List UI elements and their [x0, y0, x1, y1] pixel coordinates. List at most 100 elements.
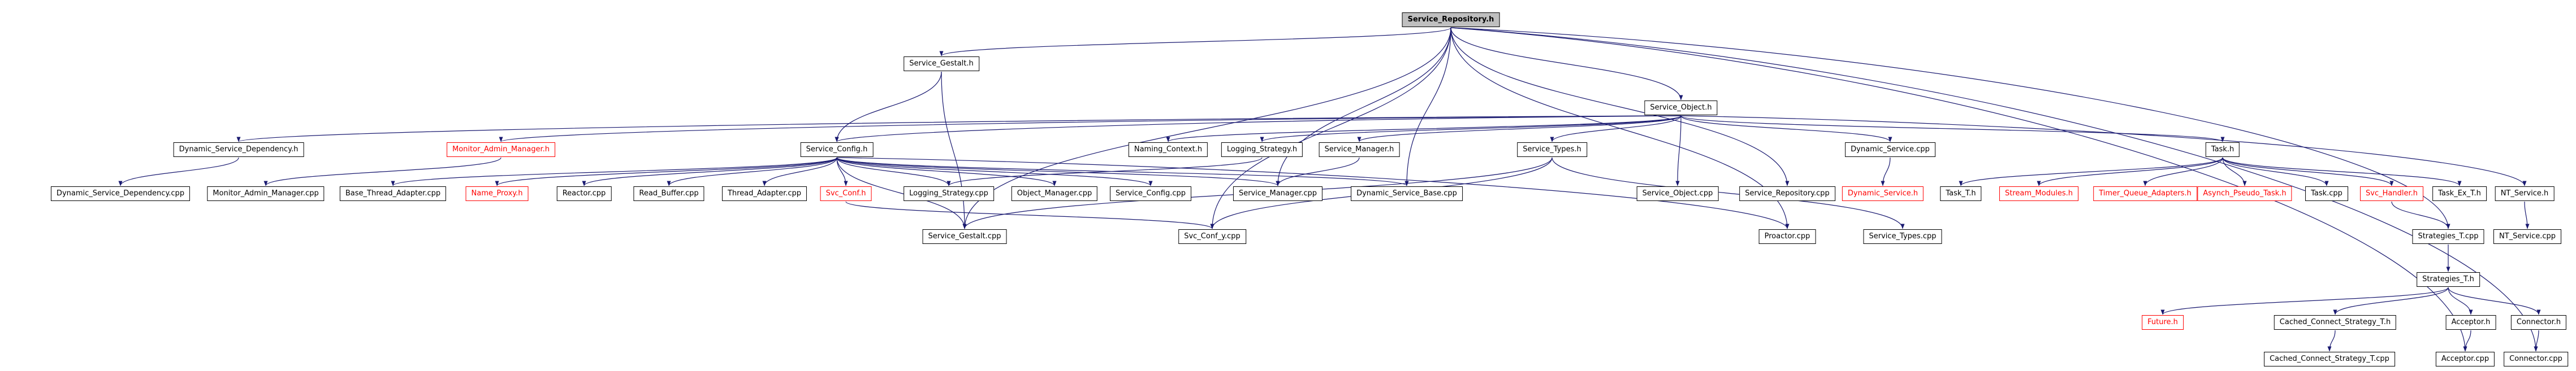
graph-node-svcconfy-cpp[interactable]: Svc_Conf_y.cpp	[1178, 229, 1246, 244]
graph-node-gestalt-cpp[interactable]: Service_Gestalt.cpp	[922, 229, 1007, 244]
graph-node-acceptor-h[interactable]: Acceptor.h	[2445, 315, 2496, 330]
graph-node-future-h[interactable]: Future.h	[2142, 315, 2184, 330]
edge-gestalt-h-to-gestalt-cpp	[941, 71, 967, 229]
graph-node-strat-h[interactable]: Strategies_T.h	[2417, 272, 2480, 287]
edge-object-h-to-task-h	[1680, 115, 2225, 142]
graph-node-taskt-h[interactable]: Task_T.h	[1940, 186, 1982, 201]
graph-node-mam-cpp[interactable]: Monitor_Admin_Manager.cpp	[207, 186, 325, 201]
graph-node-ccst-h[interactable]: Cached_Connect_Strategy_T.h	[2274, 315, 2397, 330]
edge-strat-h-to-acceptor-h	[2448, 287, 2473, 315]
edge-config-h-to-dsb-cpp	[836, 157, 1409, 186]
graph-node-connector-h[interactable]: Connector.h	[2510, 315, 2567, 330]
edge-root-to-repo-cpp	[1450, 27, 1790, 186]
edge-dynsvc-cpp-to-dynsvc-h	[1881, 157, 1891, 186]
graph-node-repo-cpp[interactable]: Service_Repository.cpp	[1739, 186, 1835, 201]
graph-node-svcmgr-h[interactable]: Service_Manager.h	[1319, 142, 1400, 157]
edge-config-h-to-readbuf-cpp	[667, 157, 837, 186]
graph-node-dynsvc-cpp[interactable]: Dynamic_Service.cpp	[1845, 142, 1935, 157]
edge-strat-h-to-connector-h	[2448, 287, 2541, 315]
graph-node-types-h[interactable]: Service_Types.h	[1517, 142, 1587, 157]
graph-node-apt-h[interactable]: Asynch_Pseudo_Task.h	[2197, 186, 2292, 201]
edge-gestalt-h-to-config-h	[835, 71, 942, 142]
graph-node-tqa-h[interactable]: Timer_Queue_Adapters.h	[2093, 186, 2197, 201]
graph-node-root[interactable]: Service_Repository.h	[1402, 12, 1500, 27]
edge-logstrat-h-to-logstrat-cpp	[946, 157, 1263, 186]
graph-node-reactor-cpp[interactable]: Reactor.cpp	[556, 186, 612, 201]
edge-connector-h-to-connector-cpp	[2534, 330, 2539, 352]
graph-node-mam-h[interactable]: Monitor_Admin_Manager.h	[446, 142, 556, 157]
graph-node-config-h[interactable]: Service_Config.h	[800, 142, 874, 157]
graph-node-dynsvc-h[interactable]: Dynamic_Service.h	[1842, 186, 1924, 201]
graph-node-task-h[interactable]: Task.h	[2205, 142, 2240, 157]
graph-node-taskex-h[interactable]: Task_Ex_T.h	[2432, 186, 2487, 201]
graph-node-objmgr-cpp[interactable]: Object_Manager.cpp	[1011, 186, 1098, 201]
edge-root-to-object-h	[1450, 27, 1683, 101]
edge-object-h-to-logstrat-h	[1260, 115, 1682, 142]
edge-config-h-to-logstrat-cpp	[836, 157, 951, 186]
edge-strat-h-to-ccst-h	[2333, 287, 2449, 315]
edge-config-h-to-config-cpp	[836, 157, 1153, 186]
graph-node-svcconf-h[interactable]: Svc_Conf.h	[820, 186, 872, 201]
edge-object-h-to-dynsvc-cpp	[1680, 115, 1892, 142]
edge-root-to-svcmgr-cpp	[1276, 27, 1451, 186]
graph-node-ccst-cpp[interactable]: Cached_Connect_Strategy_T.cpp	[2264, 352, 2395, 366]
edge-config-h-to-bta-cpp	[391, 157, 837, 186]
edge-object-h-to-config-h	[835, 115, 1682, 142]
edge-task-h-to-tqa-h	[2143, 157, 2223, 186]
edge-task-h-to-task-cpp	[2222, 157, 2329, 186]
graph-node-task-cpp[interactable]: Task.cpp	[2305, 186, 2348, 201]
edge-ntsvc-h-to-ntsvc-cpp	[2524, 201, 2530, 229]
graph-node-object-cpp[interactable]: Service_Object.cpp	[1636, 186, 1719, 201]
graph-node-dsb-cpp[interactable]: Dynamic_Service_Base.cpp	[1351, 186, 1463, 201]
edge-root-to-gestalt-h	[939, 27, 1451, 56]
edge-root-to-svcconfy-cpp	[1210, 27, 1451, 229]
graph-node-dsd-cpp[interactable]: Dynamic_Service_Dependency.cpp	[50, 186, 191, 201]
graph-node-gestalt-h[interactable]: Service_Gestalt.h	[904, 56, 979, 71]
edge-task-h-to-svchandler-h	[2222, 157, 2394, 186]
edge-mam-h-to-mam-cpp	[263, 157, 502, 186]
graph-node-threadad-cpp[interactable]: Thread_Adapter.cpp	[721, 186, 807, 201]
graph-node-acceptor-cpp[interactable]: Acceptor.cpp	[2435, 352, 2495, 366]
edge-config-h-to-nameproxy-h	[495, 157, 837, 186]
edge-dsd-h-to-dsd-cpp	[118, 157, 239, 186]
graph-node-strat-cpp[interactable]: Strategies_T.cpp	[2412, 229, 2484, 244]
edge-object-h-to-mam-h	[499, 115, 1682, 142]
edge-object-h-to-dsd-h	[237, 115, 1682, 142]
graph-node-logstrat-cpp[interactable]: Logging_Strategy.cpp	[904, 186, 994, 201]
edge-object-h-to-naming-h	[1166, 115, 1682, 142]
graph-node-bta-cpp[interactable]: Base_Thread_Adapter.cpp	[339, 186, 447, 201]
graph-node-ntsvc-h[interactable]: NT_Service.h	[2495, 186, 2555, 201]
edge-config-h-to-gestalt-cpp	[836, 157, 967, 229]
edge-config-h-to-svcmgr-cpp	[836, 157, 1280, 186]
edge-config-h-to-proactor-cpp	[836, 157, 1790, 229]
edge-task-h-to-taskt-h	[1959, 157, 2223, 186]
edge-task-h-to-streammod-h	[2037, 157, 2223, 186]
graph-node-streammod-h[interactable]: Stream_Modules.h	[1999, 186, 2078, 201]
graph-node-nameproxy-h[interactable]: Name_Proxy.h	[465, 186, 529, 201]
graph-node-readbuf-cpp[interactable]: Read_Buffer.cpp	[633, 186, 704, 201]
graph-node-svcmgr-cpp[interactable]: Service_Manager.cpp	[1233, 186, 1323, 201]
edge-svchandler-h-to-strat-cpp	[2391, 201, 2450, 229]
edge-types-h-to-types-cpp	[1551, 157, 1905, 229]
edge-object-h-to-object-cpp	[1675, 115, 1682, 186]
edge-object-h-to-ntsvc-h	[1680, 115, 2527, 186]
edge-acceptor-h-to-acceptor-cpp	[2463, 330, 2471, 352]
graph-node-naming-h[interactable]: Naming_Context.h	[1128, 142, 1208, 157]
edge-root-to-acceptor-cpp	[1450, 27, 2467, 352]
graph-node-proactor-cpp[interactable]: Proactor.cpp	[1758, 229, 1816, 244]
edge-strat-h-to-future-h	[2160, 287, 2449, 315]
graph-node-logstrat-h[interactable]: Logging_Strategy.h	[1221, 142, 1303, 157]
graph-node-ntsvc-cpp[interactable]: NT_Service.cpp	[2493, 229, 2561, 244]
edge-config-h-to-objmgr-cpp	[836, 157, 1057, 186]
graph-node-types-cpp[interactable]: Service_Types.cpp	[1863, 229, 1942, 244]
graph-node-object-h[interactable]: Service_Object.h	[1644, 101, 1718, 115]
edge-svcmgr-h-to-svcmgr-cpp	[1276, 157, 1360, 186]
edge-root-to-dsb-cpp	[1404, 27, 1451, 186]
edge-config-h-to-threadad-cpp	[762, 157, 837, 186]
graph-node-connector-cpp[interactable]: Connector.cpp	[2504, 352, 2568, 366]
graph-node-svchandler-h[interactable]: Svc_Handler.h	[2360, 186, 2423, 201]
graph-node-config-cpp[interactable]: Service_Config.cpp	[1109, 186, 1192, 201]
graph-node-dsd-h[interactable]: Dynamic_Service_Dependency.h	[173, 142, 304, 157]
edge-task-h-to-apt-h	[2222, 157, 2247, 186]
